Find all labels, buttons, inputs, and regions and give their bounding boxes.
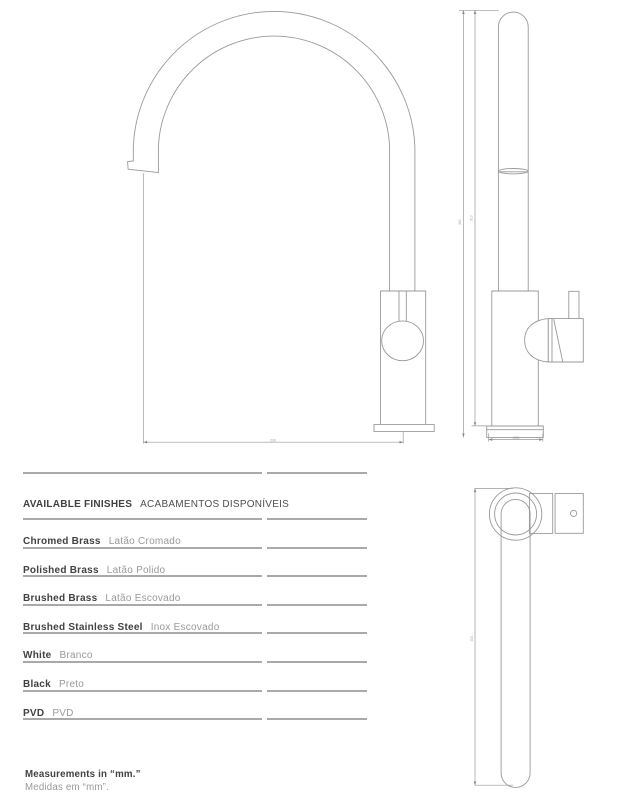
front-reach-label: 230	[270, 438, 276, 442]
side-base-flange	[486, 425, 544, 438]
finish-row-brushed-brass: Brushed Brass Latão Escovado	[23, 575, 367, 604]
top-handle-end	[554, 492, 584, 534]
finish-name-en: PVD	[23, 707, 45, 719]
arrow-left-icon	[143, 440, 147, 444]
side-base-dimension: Ø50	[488, 433, 544, 442]
side-height-dimensions: 360 310	[458, 9, 499, 438]
finish-name-en: Brushed Stainless Steel	[23, 621, 143, 633]
top-length-label: 300	[470, 636, 474, 642]
handle-stick	[568, 290, 580, 320]
top-view-drawing: 300	[470, 487, 584, 788]
measurement-note: Measurements in “mm.” Medidas em “mm”.	[25, 769, 141, 794]
arrow-down-icon	[473, 422, 477, 426]
arrow-up-icon	[473, 488, 477, 493]
finish-name-en: Black	[23, 678, 51, 690]
finishes-header-en: AVAILABLE FINISHES	[23, 499, 133, 510]
arrow-left-icon	[488, 438, 493, 441]
finish-row-polished-brass: Polished Brass Latão Polido	[23, 546, 367, 576]
finish-name-pt: Latão Polido	[106, 564, 166, 576]
side-tube-joint	[498, 168, 529, 175]
finishes-header: AVAILABLE FINISHES ACABAMENTOS DISPONÍVEI…	[23, 472, 367, 518]
finishes-header-pt: ACABAMENTOS DISPONÍVEIS	[140, 499, 290, 510]
front-knob	[381, 320, 424, 362]
arrow-down-icon	[462, 433, 465, 438]
finish-name-en: Brushed Brass	[23, 593, 98, 605]
top-base-inner-circle	[494, 492, 538, 536]
side-base-width-label: Ø50	[513, 436, 520, 440]
finish-name-pt: Preto	[58, 678, 85, 690]
front-reach-dimension: 230	[142, 173, 404, 444]
handle-grip-detail	[551, 318, 564, 363]
side-body	[491, 290, 539, 427]
arrow-up-icon	[473, 10, 477, 14]
finish-row-chromed-brass: Chromed Brass Latão Cromado	[23, 518, 367, 547]
front-base-flange	[373, 423, 435, 433]
arrow-right-icon	[539, 438, 543, 441]
side-tube	[497, 11, 529, 292]
front-body-seams	[398, 290, 407, 322]
finish-name-en: Polished Brass	[23, 564, 99, 576]
spout-outline	[127, 10, 416, 292]
measurement-note-en: Measurements in “mm.”	[25, 769, 141, 780]
finish-row-pvd: PVD PVD	[23, 689, 367, 719]
measurement-note-pt: Medidas em “mm”.	[25, 781, 109, 793]
side-height-spout-label: 310	[470, 215, 474, 221]
top-length-dimension: 300	[470, 488, 514, 786]
available-finishes-table: AVAILABLE FINISHES ACABAMENTOS DISPONÍVEI…	[23, 472, 367, 721]
top-spout-capsule	[500, 498, 531, 788]
finish-name-pt: Branco	[59, 650, 93, 662]
finish-row-white: White Branco	[23, 632, 367, 661]
side-height-total-label: 360	[458, 219, 462, 225]
arrow-right-icon	[399, 440, 404, 444]
arrow-down-icon	[473, 781, 477, 786]
finish-name-en: Chromed Brass	[23, 536, 101, 547]
top-handle-connector	[528, 492, 554, 534]
arrow-up-icon	[462, 10, 465, 14]
side-view-drawing: 360 310 Ø50	[458, 9, 584, 442]
handle-cam	[524, 318, 549, 363]
top-handle-hole	[570, 509, 578, 517]
finish-name-pt: Inox Escovado	[150, 621, 220, 633]
handle-grip	[547, 318, 584, 363]
finish-row-brushed-stainless-steel: Brushed Stainless Steel Inox Escovado	[23, 603, 367, 633]
finish-name-pt: PVD	[52, 707, 74, 719]
finish-name-en: White	[23, 650, 52, 662]
front-view-drawing: 230	[127, 10, 435, 444]
finish-name-pt: Latão Cromado	[108, 536, 181, 547]
top-base-outer-circle	[488, 487, 543, 541]
finish-name-pt: Latão Escovado	[105, 593, 181, 605]
finishes-bottom-rule	[23, 718, 367, 721]
finish-row-black: Black Preto	[23, 660, 367, 690]
